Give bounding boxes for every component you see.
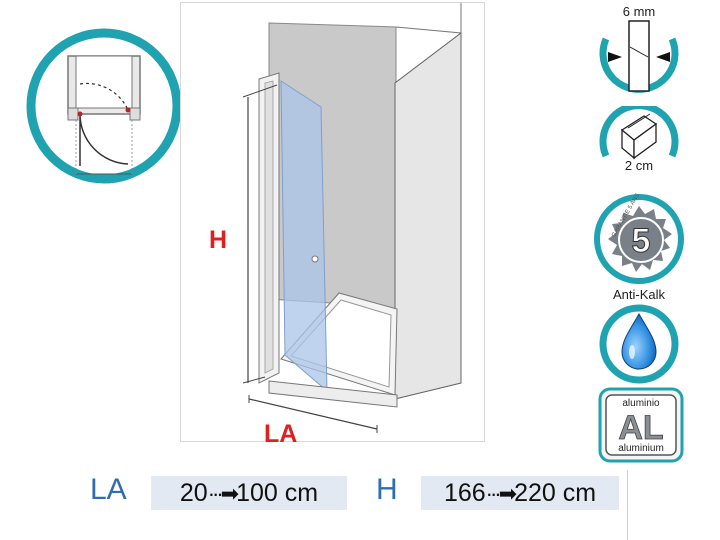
profile-section-icon xyxy=(599,106,679,160)
height-range: 166···➡220 cm xyxy=(421,476,619,510)
aluminium-badge-icon: aluminio AL aluminium xyxy=(598,387,684,463)
range-arrow-icon: ···➡ xyxy=(485,481,517,506)
warranty-years: 5 xyxy=(632,222,651,260)
anti-limescale-feature: Anti-Kalk xyxy=(592,287,686,384)
material-symbol: AL xyxy=(618,409,663,447)
height-spec-label: H xyxy=(376,473,398,506)
material-top-text: aluminio xyxy=(622,398,660,409)
height-max: 220 cm xyxy=(514,479,597,507)
glass-thickness-text: 6 mm xyxy=(622,4,656,19)
height-min: 166 xyxy=(443,479,486,507)
height-dimension-label: H xyxy=(209,226,228,254)
profile-size-feature: 2 cm xyxy=(592,106,686,173)
width-min: 20 xyxy=(179,479,208,507)
width-range: 20···➡100 cm xyxy=(151,476,347,510)
shower-door-illustration xyxy=(180,2,485,442)
glass-thickness-feature: 6 mm xyxy=(592,4,686,93)
width-max: 100 cm xyxy=(236,479,319,507)
range-arrow-icon: ···➡ xyxy=(207,481,239,506)
material-bottom-text: aluminium xyxy=(618,443,664,454)
profile-size-text: 2 cm xyxy=(624,158,654,173)
door-layout-diagram xyxy=(24,26,184,186)
divider xyxy=(627,470,628,540)
water-drop-icon xyxy=(599,304,679,384)
glass-thickness-icon xyxy=(599,20,679,93)
warranty-feature: 5 GARANTIE 5 ANS xyxy=(592,192,686,286)
aluminium-feature: aluminio AL aluminium xyxy=(598,387,684,463)
warranty-badge-icon: 5 GARANTIE 5 ANS xyxy=(594,193,684,284)
width-spec-label: LA xyxy=(90,473,127,506)
anti-limescale-text: Anti-Kalk xyxy=(612,287,666,302)
width-dimension-label: LA xyxy=(264,420,298,448)
